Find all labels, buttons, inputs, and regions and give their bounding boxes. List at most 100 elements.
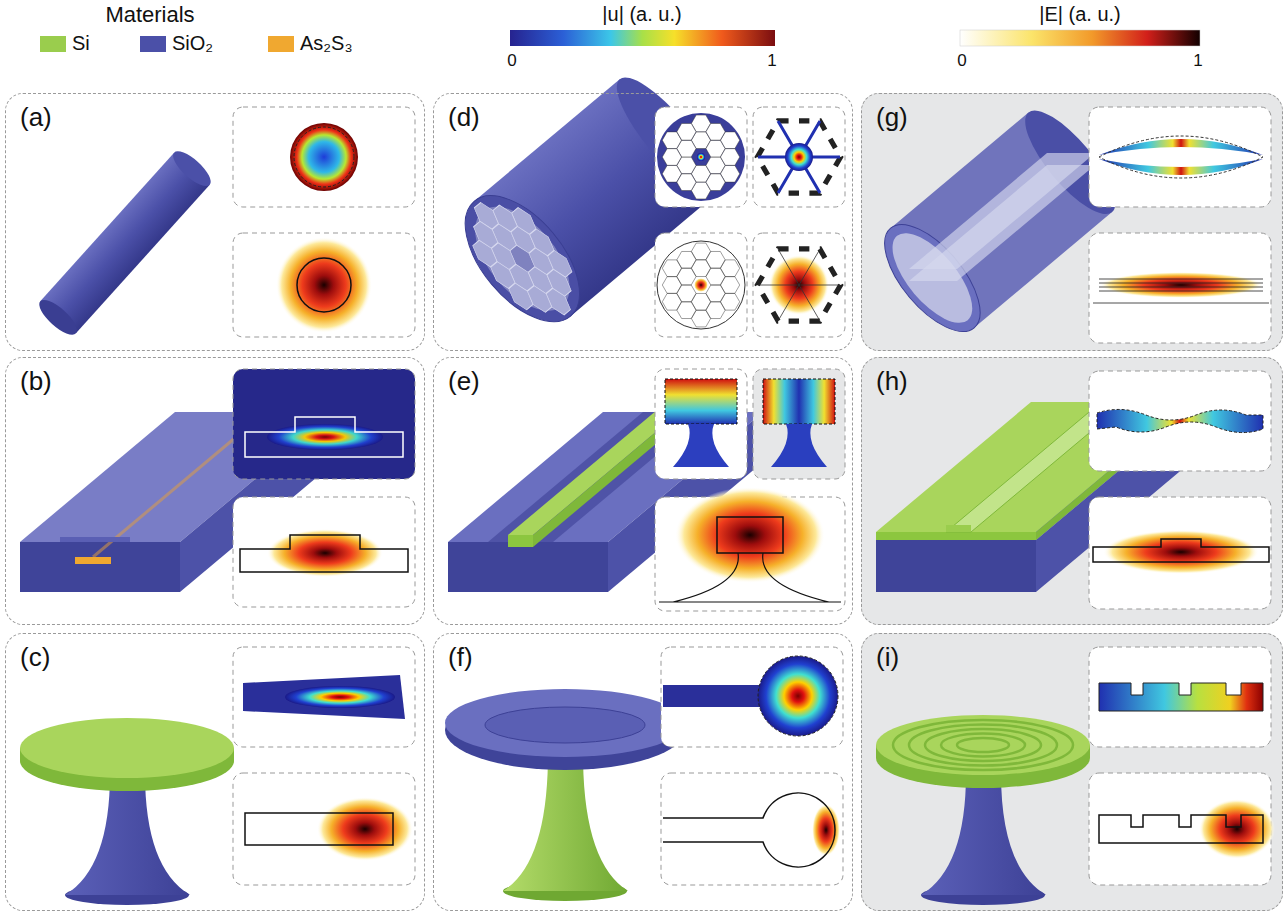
illustration-path [240,535,408,572]
panel-frame: (c) [5,633,425,911]
legend-swatch [268,36,294,52]
illustration-rect [861,357,1283,625]
illustration-g [452,183,594,334]
legend-entry: As₂S₃ [268,32,353,55]
illustration-polygon [876,532,1036,540]
illustration-ellipse [909,725,1057,766]
illustration-rect [510,30,775,46]
illustration-path [1099,815,1263,843]
illustration-circle [697,153,705,161]
illustration-path [1093,539,1269,562]
illustration-ellipse [485,707,645,743]
illustration-rect [1089,107,1271,207]
panel-letter: (h) [876,366,908,396]
illustration-rect [233,369,415,479]
illustration-g [868,98,1271,347]
illustration-rect [663,685,773,707]
illustration-ellipse [445,690,685,770]
illustration-ellipse [267,424,383,450]
illustration-g [448,369,845,611]
illustration-path [921,773,1046,895]
illustration-g [20,369,415,607]
illustration-use [757,249,840,321]
illustration-ellipse [267,529,383,577]
illustration-ellipse [812,804,840,856]
illustration-use [662,243,739,327]
illustration-rect [1089,371,1271,471]
illustration-ellipse [444,176,602,342]
illustration-path [1099,139,1263,155]
illustration-rect [861,633,1283,911]
illustration-polygon [909,165,1095,281]
illustration-rect [245,813,393,845]
illustration-circle [294,127,354,187]
illustration-path [758,249,840,321]
illustration-g [445,647,843,901]
illustration-rect [233,233,415,337]
illustration-g [34,107,415,340]
illustration-circle [276,237,372,333]
illustration-rect [60,537,130,542]
colorbar-tick: 0 [957,50,966,71]
illustration-use [452,183,594,334]
illustration-g [662,243,739,327]
illustration-ellipse [1103,530,1259,574]
illustration-ellipse [445,689,685,757]
panel-frame: (i) [861,633,1283,911]
illustration-rect [655,107,747,207]
illustration-circle [297,258,351,312]
illustration-rect [1089,497,1271,609]
illustration-rect [753,107,845,207]
panel-frame: (g) [861,93,1283,351]
illustration-path [1099,159,1263,175]
illustration-g [444,65,845,342]
illustration-path [1093,279,1269,303]
illustration-g [34,146,216,340]
illustration-ellipse [1099,272,1263,298]
legend-text: Si [72,32,90,55]
illustration-rect [655,233,747,337]
illustration-circle [657,241,745,329]
legend-entry: SiO₂ [140,32,213,55]
illustration-circle [758,656,838,736]
illustration-rect [661,773,843,885]
panel-letter: (g) [876,102,908,132]
illustration-rect [40,153,209,334]
illustration-polygon [876,540,1036,592]
illustration-ellipse [957,738,1009,752]
illustration-rect [946,525,971,532]
illustration-ellipse [20,718,234,778]
illustration-rect [753,233,845,337]
legend-text: SiO₂ [172,32,213,55]
illustration-g [662,115,739,199]
illustration-rect [1089,233,1271,343]
panel-frame: (a) [5,93,425,351]
illustration-ellipse [675,487,825,583]
illustration-rect [233,647,415,747]
colorbar-title: |E| (a. u.) [1039,2,1121,26]
illustration-path [1099,683,1263,711]
panel-letter: (c) [20,642,50,672]
illustration-rect [960,30,1200,46]
legend-entry: Si [40,32,90,55]
panel-frame: (f) [433,633,853,911]
illustration-path [758,121,840,193]
panel-letter: (a) [20,102,52,132]
illustration-rect [861,93,1283,351]
illustration-use [757,121,840,193]
illustration-circle [657,113,745,201]
illustration-use [662,115,739,199]
illustration-ellipse [893,720,1073,770]
panel-letter: (i) [876,642,899,672]
illustration-rect [1089,647,1271,747]
legend-text: As₂S₃ [300,32,353,55]
illustration-ellipse [34,295,82,340]
illustration-rect [717,517,783,553]
panel-letter: (f) [448,642,473,672]
illustration-rect [753,369,845,479]
illustration-path [771,424,827,467]
illustration-rect [763,379,835,424]
legend-swatch [40,36,66,52]
panel-frame: (b) [5,357,425,625]
